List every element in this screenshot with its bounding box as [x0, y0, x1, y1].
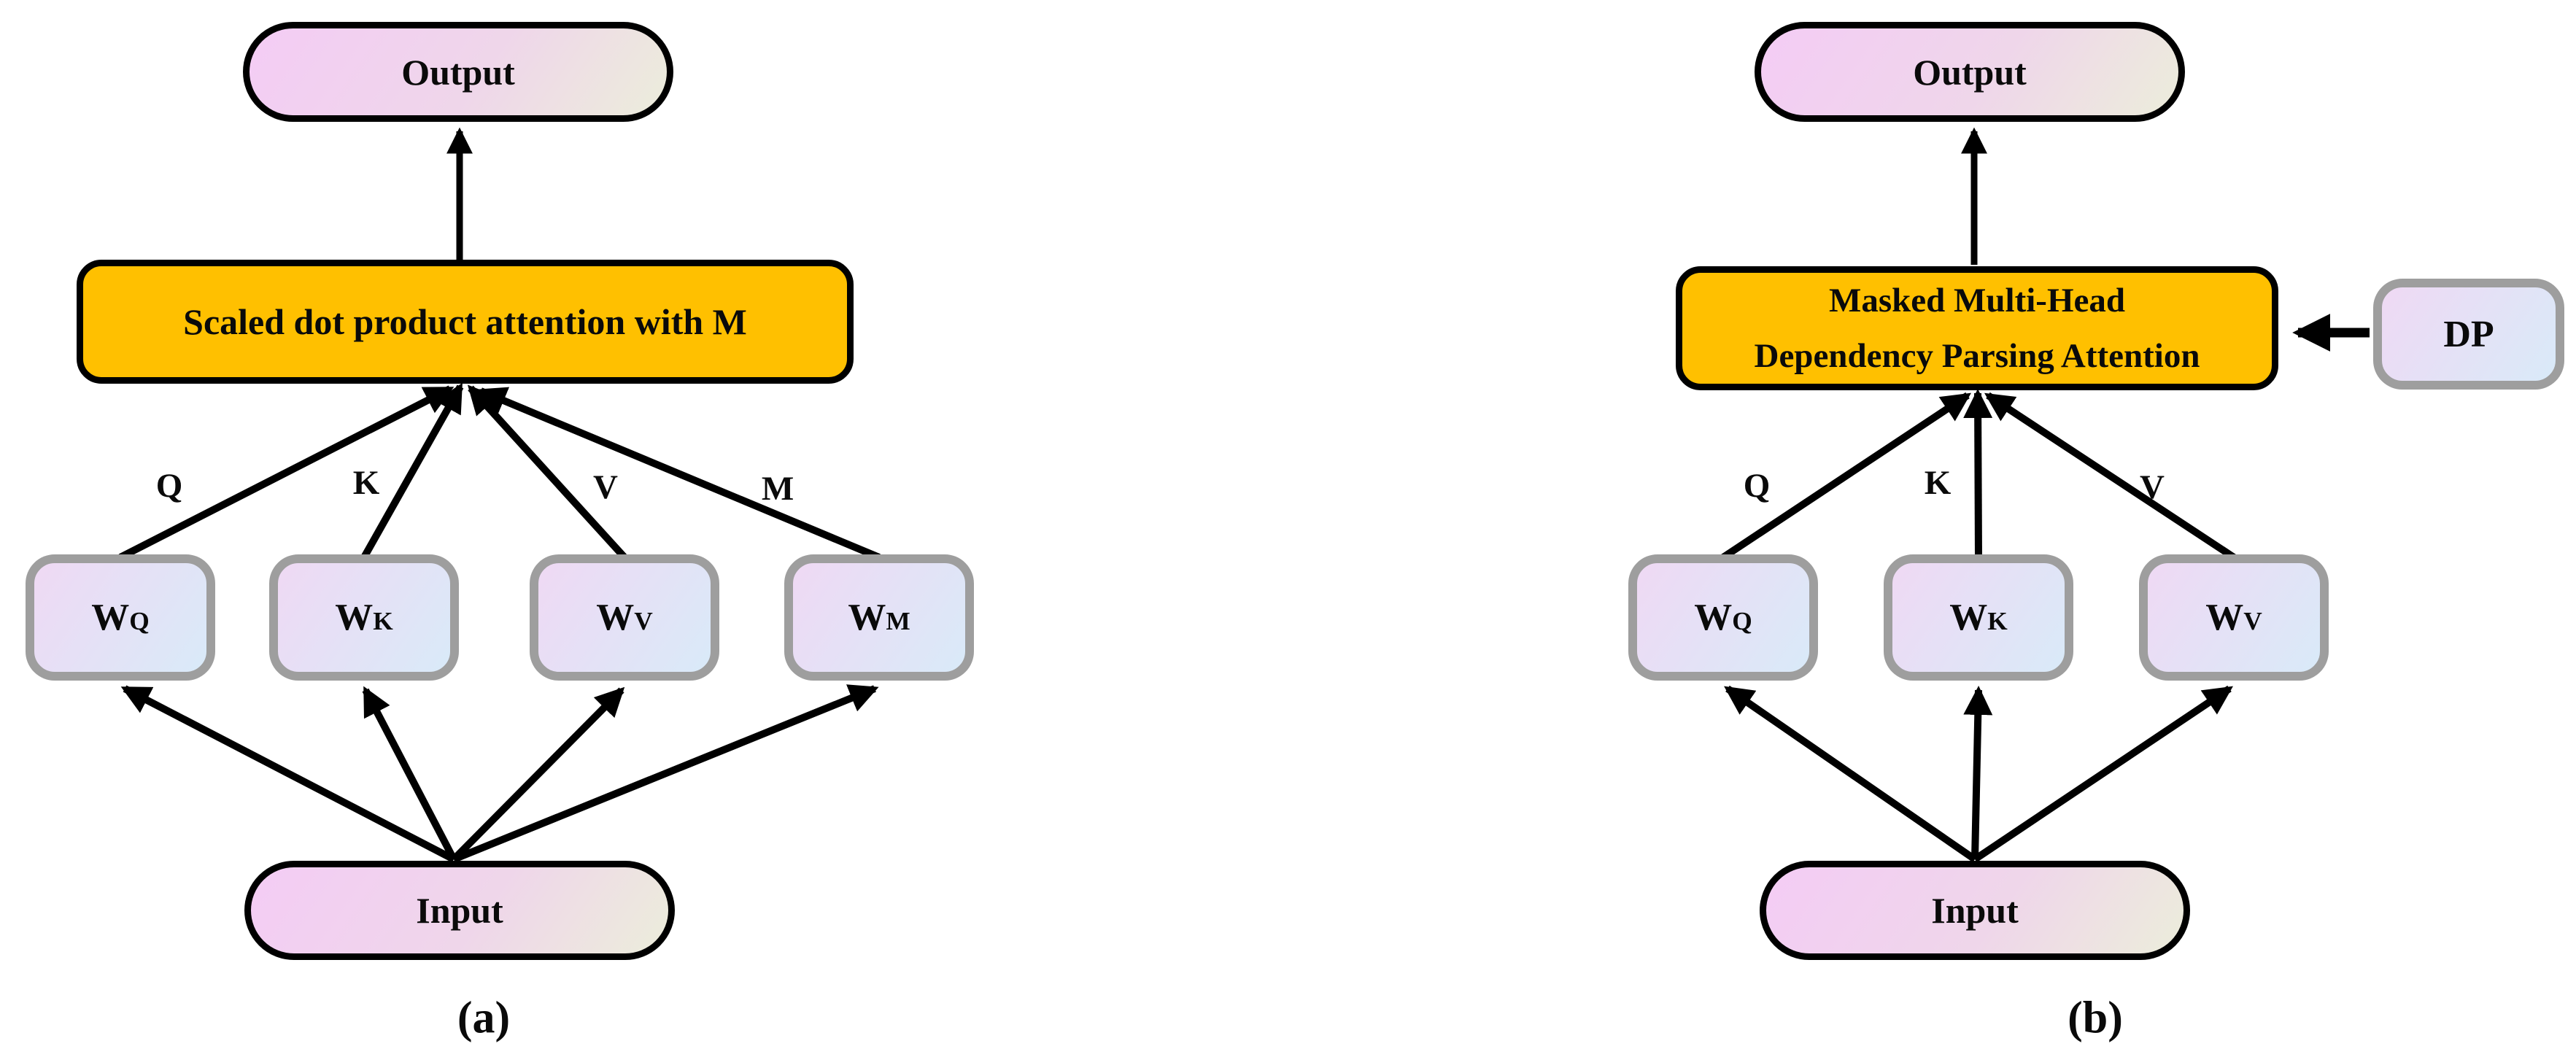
- weight-label-wv-a: WV: [596, 597, 653, 638]
- edge-label-k-b: K: [1924, 464, 1952, 502]
- edge-wv-to-attention-b: [1984, 392, 2236, 561]
- weight-label-wv-b: WV: [2205, 597, 2262, 638]
- output-node-b: Output: [1755, 22, 2185, 122]
- input-label-a: Input: [416, 890, 503, 931]
- edge-wk-to-attention-b: [1963, 389, 1993, 558]
- output-node-a: Output: [243, 22, 673, 122]
- input-label-b: Input: [1931, 890, 2019, 931]
- weight-label-wq-b: WQ: [1694, 597, 1752, 638]
- weight-label-wm-a: WM: [848, 597, 910, 638]
- attention-label-line2-b: Dependency Parsing Attention: [1754, 337, 2200, 375]
- edge-input-to-wq-a: [120, 685, 456, 863]
- dp-label-b: DP: [2443, 313, 2494, 355]
- edge-input-to-wv-b: [1973, 685, 2233, 863]
- attention-node-a: Scaled dot product attention with M: [77, 260, 854, 384]
- edge-wk-to-attention-a: [360, 382, 464, 560]
- edge-label-q-a: Q: [155, 467, 183, 505]
- edge-label-k-a: K: [352, 464, 380, 502]
- panel-caption-a: (a): [457, 993, 511, 1043]
- edge-label-q-b: Q: [1743, 467, 1771, 505]
- edge-wv-to-attention-a: [467, 384, 627, 560]
- output-label-b: Output: [1913, 51, 2027, 93]
- edge-input-to-wk-a: [362, 686, 457, 862]
- edge-wm-to-attention-a: [476, 387, 881, 561]
- output-label-a: Output: [401, 51, 515, 93]
- weight-node-wq-a: WQ: [26, 554, 215, 681]
- weight-node-wv-a: WV: [530, 554, 719, 681]
- attention-node-b: Masked Multi-Head Dependency Parsing Att…: [1676, 266, 2278, 390]
- dp-node-b: DP: [2373, 279, 2564, 390]
- weight-node-wk-b: WK: [1884, 554, 2073, 681]
- edge-label-v-b: V: [2140, 468, 2165, 506]
- weight-label-wk-b: WK: [1949, 597, 2008, 638]
- edge-wq-to-attention-a: [118, 385, 455, 561]
- weight-node-wk-a: WK: [269, 554, 459, 681]
- input-node-b: Input: [1760, 861, 2190, 960]
- edge-input-to-wq-b: [1724, 685, 1977, 863]
- edge-input-to-wk-b: [1963, 686, 1993, 860]
- edge-label-v-a: V: [593, 468, 618, 506]
- weight-node-wv-b: WV: [2139, 554, 2329, 681]
- edge-label-m-a: M: [761, 470, 794, 508]
- weight-node-wq-b: WQ: [1628, 554, 1818, 681]
- edge-wq-to-attention-b: [1721, 392, 1972, 561]
- weight-label-wq-a: WQ: [91, 597, 150, 638]
- weight-node-wm-a: WM: [784, 554, 974, 681]
- attention-label-a: Scaled dot product attention with M: [183, 301, 747, 342]
- weight-label-wk-a: WK: [335, 597, 393, 638]
- attention-label-line1-b: Masked Multi-Head: [1828, 281, 2126, 320]
- edge-input-to-wm-a: [452, 684, 879, 863]
- panel-caption-b: (b): [2068, 993, 2123, 1043]
- edge-input-to-wv-a: [451, 686, 625, 862]
- input-node-a: Input: [244, 861, 675, 960]
